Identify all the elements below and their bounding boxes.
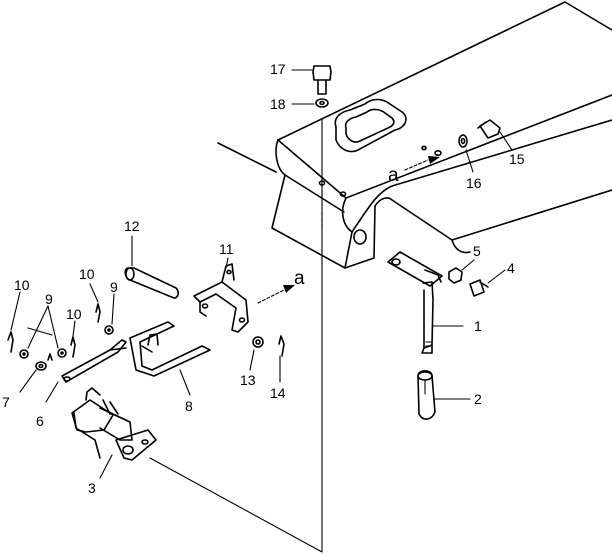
cotter-pin-part-14 <box>278 335 285 383</box>
nut-part-5 <box>448 259 475 284</box>
label-part-17: 17 <box>270 61 286 77</box>
bolt-part-17 <box>291 65 332 95</box>
label-part-10-c: 10 <box>66 306 82 322</box>
label-part-7: 7 <box>2 394 10 410</box>
cotter-pin-part-10-a <box>7 291 21 353</box>
washer-part-13 <box>249 336 264 371</box>
label-part-14: 14 <box>270 385 286 401</box>
link-plate-part-6 <box>45 339 127 403</box>
bolt-part-15 <box>477 119 513 151</box>
label-part-10-a: 10 <box>14 277 30 293</box>
label-part-3: 3 <box>88 480 96 496</box>
label-part-16: 16 <box>466 175 482 191</box>
label-part-5: 5 <box>473 243 481 259</box>
label-part-8: 8 <box>185 398 193 414</box>
reference-arrow-top <box>404 156 440 171</box>
console-housing <box>217 1 612 269</box>
reference-arrow-bottom <box>257 285 295 304</box>
bolt-part-4 <box>469 269 506 297</box>
washer-part-9-lower <box>19 305 67 359</box>
label-part-13: 13 <box>240 372 256 388</box>
washer-part-9-upper <box>104 293 115 335</box>
label-part-1: 1 <box>474 318 482 334</box>
washer-part-16 <box>458 134 474 173</box>
assembly-leader-line <box>149 119 323 553</box>
bracket-assembly-part-3 <box>71 387 157 479</box>
label-part-2: 2 <box>474 391 482 407</box>
label-part-15: 15 <box>509 151 525 167</box>
reference-label-a-bottom: a <box>294 268 305 289</box>
label-part-4: 4 <box>507 260 515 276</box>
label-part-9-lower: 9 <box>45 291 53 307</box>
reference-label-a-top: a <box>388 165 399 186</box>
label-part-12: 12 <box>124 218 140 234</box>
label-part-11: 11 <box>219 241 234 257</box>
u-bracket-part-8 <box>129 321 211 396</box>
lever-rod-part-1 <box>387 251 464 354</box>
washer-part-18 <box>291 98 329 108</box>
label-part-6: 6 <box>36 413 44 429</box>
cotter-pin-part-10-b <box>89 283 101 323</box>
cotter-pin-part-10-c <box>70 320 76 358</box>
label-part-10-b: 10 <box>79 266 95 282</box>
washer-part-7 <box>19 361 47 393</box>
label-part-9-upper: 9 <box>110 279 118 295</box>
knob-part-2 <box>417 369 471 420</box>
label-part-18: 18 <box>270 96 286 112</box>
angle-bracket-part-11 <box>193 257 249 333</box>
cotter-pin-small <box>47 353 53 361</box>
pin-part-12 <box>124 235 179 299</box>
